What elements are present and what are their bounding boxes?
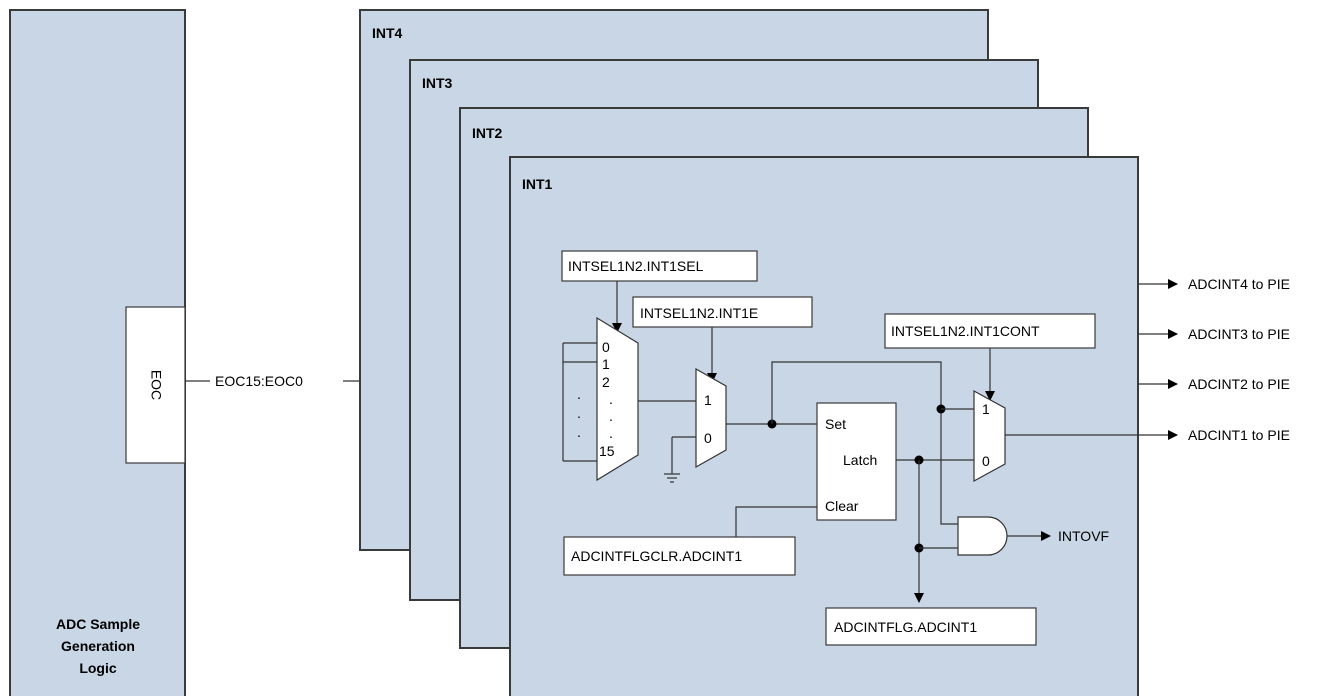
ground-symbol (664, 436, 696, 483)
left-title-line-1: ADC Sample (56, 616, 140, 632)
and-gate (957, 516, 1008, 556)
int1e-register (632, 296, 813, 328)
latch-set-label: Set (825, 416, 846, 432)
mux-enable (695, 367, 727, 469)
stub-dot-1: . (577, 386, 581, 402)
eoc-label: EOC (148, 370, 164, 400)
output-adcint4: ADCINT4 to PIE (1188, 276, 1290, 292)
mux3-input-1: 1 (982, 401, 990, 417)
bus-label: EOC15:EOC0 (215, 373, 303, 389)
mux-16-to-1 (596, 316, 639, 482)
latch-clear-label: Clear (825, 498, 859, 514)
flgclr-register (563, 536, 796, 576)
mux2-input-1: 1 (704, 392, 712, 408)
int1cont-register-label: INTSEL1N2.INT1CONT (891, 323, 1040, 339)
wire-clear (735, 506, 817, 537)
latch-latch-label: Latch (843, 452, 877, 468)
panel-int1-label: INT1 (522, 176, 553, 192)
flg-register (825, 607, 1037, 646)
mux2-input-0: 0 (704, 430, 712, 446)
panel-int2-label: INT2 (472, 125, 503, 141)
latch-box (816, 402, 897, 521)
mux-dot-3: . (609, 425, 613, 441)
mux-continuous (973, 389, 1006, 483)
mux-dot-2: . (609, 408, 613, 424)
stub-dot-2: . (577, 405, 581, 421)
mux-input-1: 1 (602, 356, 610, 372)
output-adcint2: ADCINT2 to PIE (1188, 376, 1290, 392)
mux-input-0: 0 (602, 339, 610, 355)
flgclr-register-label: ADCINTFLGCLR.ADCINT1 (571, 548, 742, 564)
output-adcint3: ADCINT3 to PIE (1188, 326, 1290, 342)
intovf-label: INTOVF (1058, 528, 1109, 544)
eoc-box (125, 306, 186, 464)
left-title-line-2: Generation (61, 638, 135, 654)
wire-set-feedback (771, 361, 958, 525)
panel-int4-label: INT4 (372, 25, 403, 41)
mux3-input-0: 0 (982, 453, 990, 469)
mux-input-stubs (562, 342, 597, 462)
mux-input-15: 15 (599, 443, 615, 459)
stub-dot-3: . (577, 424, 581, 440)
int1e-register-label: INTSEL1N2.INT1E (640, 305, 758, 321)
panel-int3-label: INT3 (422, 75, 453, 91)
mux-input-2: 2 (602, 374, 610, 390)
intsel-register-label: INTSEL1N2.INT1SEL (568, 258, 704, 274)
left-title-line-3: Logic (79, 660, 117, 676)
adc-sample-generation-block: ADC Sample Generation Logic EOC (9, 9, 186, 696)
int1cont-register (884, 313, 1096, 349)
output-adcint1: ADCINT1 to PIE (1188, 427, 1290, 443)
mux-dot-1: . (609, 391, 613, 407)
flg-register-label: ADCINTFLG.ADCINT1 (834, 619, 977, 635)
intsel-register (561, 250, 758, 282)
